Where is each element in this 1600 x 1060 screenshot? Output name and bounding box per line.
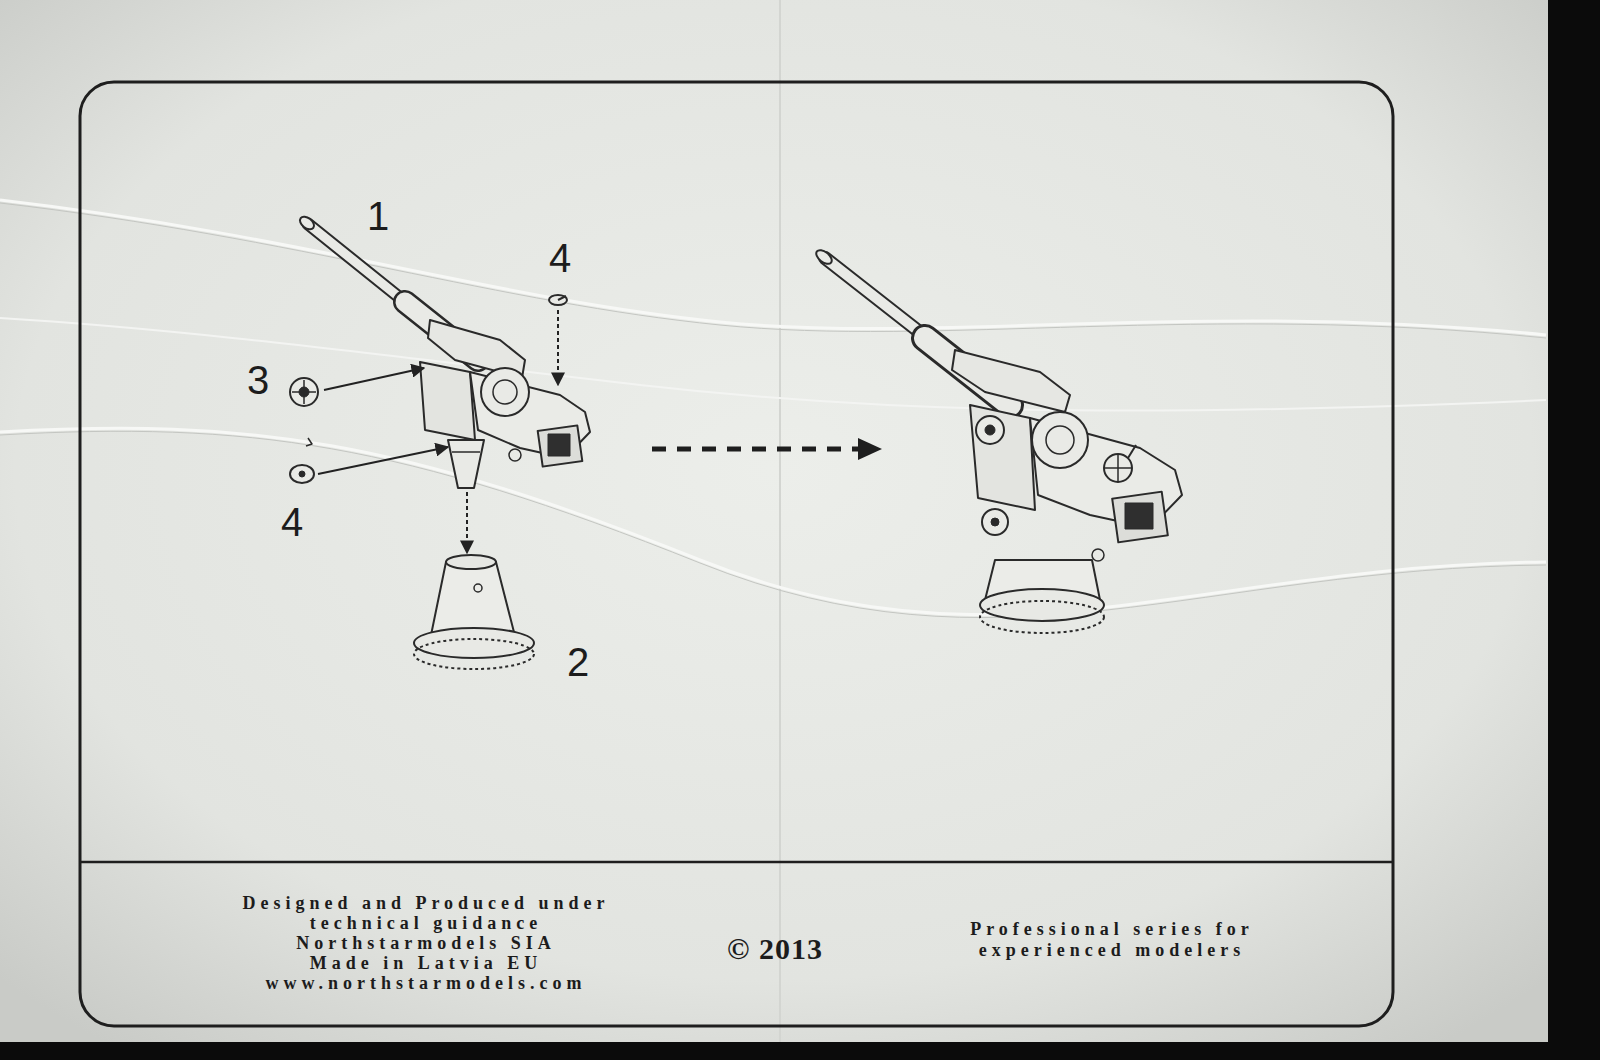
text-line: Made in Latvia EU	[242, 953, 609, 973]
text-line: experienced modelers	[970, 940, 1254, 961]
series-note: Professional series for experienced mode…	[970, 919, 1254, 961]
assembled-gun-drawing	[814, 248, 1182, 633]
callout-number: 2	[567, 640, 589, 684]
assembly-arrow	[652, 438, 882, 460]
footer-divider	[80, 861, 1393, 864]
callout-number: 4	[281, 500, 303, 544]
sheet-frame	[80, 82, 1393, 1026]
text-line: www.northstarmodels.com	[242, 973, 609, 993]
assembly-leaders	[318, 310, 558, 553]
paper-fold	[779, 0, 781, 1042]
text-line: Designed and Produced under	[242, 893, 609, 913]
exploded-gun-drawing	[290, 214, 590, 669]
callout-number: 3	[247, 358, 269, 402]
paper-sheet	[0, 0, 1548, 1042]
copyright-year: © 2013	[727, 932, 823, 965]
maker-credit: Designed and Produced under technical gu…	[242, 893, 609, 993]
callout-number: 4	[549, 236, 571, 280]
text-line: Professional series for	[970, 919, 1254, 940]
paper-tears	[0, 200, 1546, 618]
text-line: technical guidance	[242, 913, 609, 933]
text-line: Northstarmodels SIA	[242, 933, 609, 953]
callout-number: 1	[367, 194, 389, 238]
